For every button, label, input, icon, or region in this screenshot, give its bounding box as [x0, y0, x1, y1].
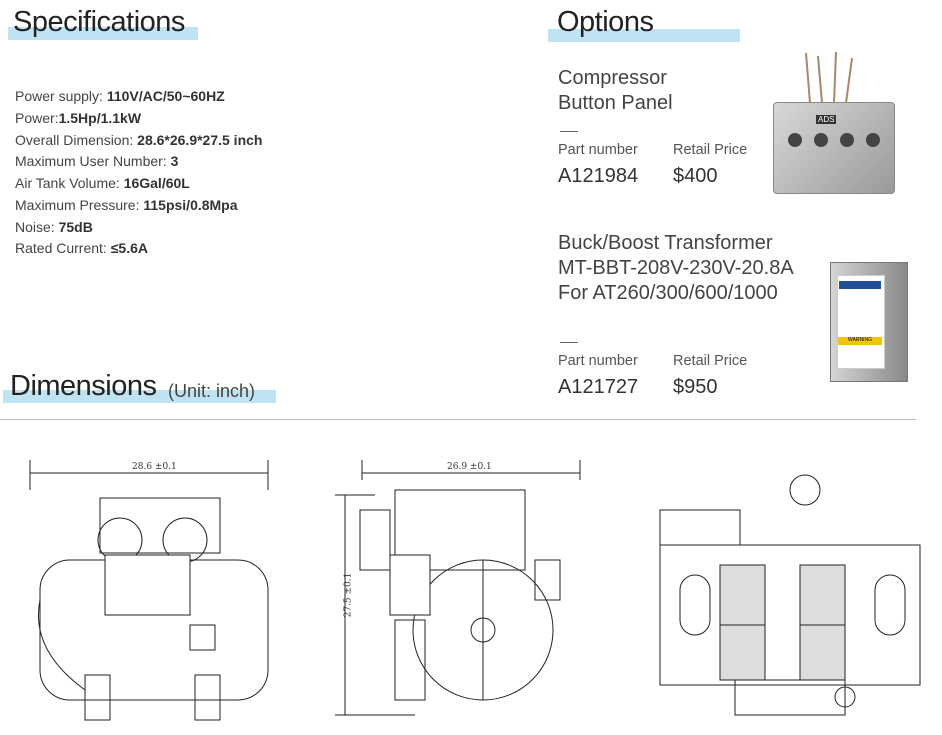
depth-dimension: 26.9 ±0.1: [447, 462, 492, 472]
top-view-drawing: [659, 474, 921, 716]
spec-power-supply: Power supply: 110V/AC/50~60HZ: [15, 88, 225, 104]
side-view-drawing: [335, 460, 581, 716]
heading-underline: [8, 27, 198, 40]
dimensions-heading: Dimensions: [10, 370, 157, 402]
retail-price-label: Retail Price: [673, 353, 748, 369]
divider: [0, 419, 916, 420]
spec-tank: Air Tank Volume: 16Gal/60L: [15, 175, 190, 191]
width-dimension: 28.6 ±0.1: [132, 462, 177, 472]
unit-label: (Unit: inch): [168, 381, 256, 401]
part-number-label: Part number: [558, 142, 638, 158]
options-heading: Options: [557, 6, 654, 38]
part-number-label: Part number: [558, 353, 638, 369]
wires-icon: [805, 51, 853, 103]
retail-price: $400: [673, 165, 718, 187]
retail-price-label: Retail Price: [673, 142, 748, 158]
part-number: A121727: [558, 376, 639, 398]
spec-power: Power:1.5Hp/1.1kW: [15, 110, 142, 126]
spec-pressure: Maximum Pressure: 115psi/0.8Mpa: [15, 197, 238, 213]
retail-price: $950: [673, 376, 718, 398]
transformer-image: WARNING: [830, 262, 908, 382]
heading-underline: [548, 29, 740, 42]
spec-dimension: Overall Dimension: 28.6*26.9*27.5 inch: [15, 132, 263, 148]
spec-current: Rated Current: ≤5.6A: [15, 240, 148, 256]
spec-noise: Noise: 75dB: [15, 219, 93, 235]
part-number: A121984: [558, 165, 639, 187]
front-view-drawing: [29, 460, 269, 721]
specifications-heading: Specifications: [13, 6, 185, 38]
spec-users: Maximum User Number: 3: [15, 153, 179, 169]
heading-underline: [3, 390, 276, 403]
button-panel-image: ADS: [773, 102, 895, 194]
